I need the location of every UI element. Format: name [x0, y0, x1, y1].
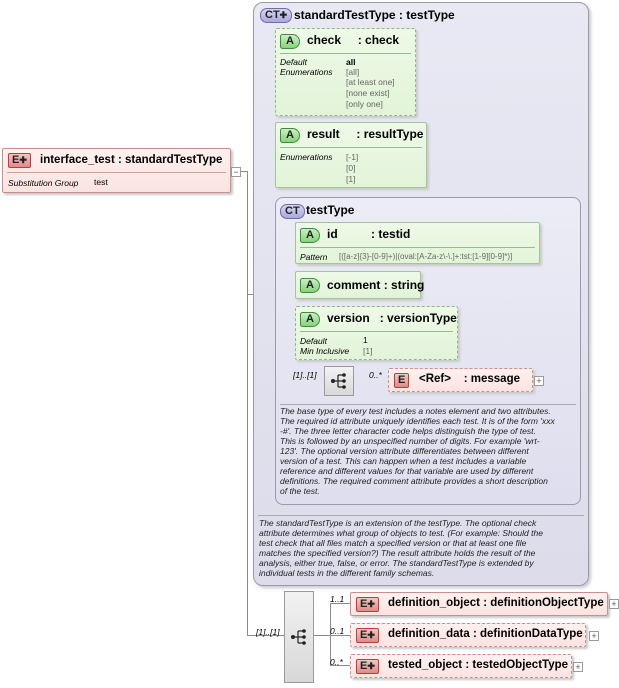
enum-value: [only one]	[346, 99, 383, 109]
ref-message-title: <Ref> : message	[419, 373, 521, 385]
enumerations-label: Enumerations	[280, 67, 333, 77]
ref-message-cardinality: 0..*	[369, 370, 382, 380]
attribute-comment-title: comment : string	[327, 278, 425, 292]
root-element-box[interactable]: E✚ interface_test : standardTestType Sub…	[2, 148, 231, 193]
outer-sequence-cardinality: [1]..[1]	[256, 627, 280, 637]
enumerations-label: Enumerations	[280, 152, 333, 162]
sequence-icon	[291, 629, 306, 645]
definition-object-element[interactable]: E✚ definition_object : definitionObjectT…	[350, 592, 608, 616]
enum-value: [1]	[346, 174, 356, 184]
tested-object-element[interactable]: E✚ tested_object : testedObjectType	[350, 654, 572, 678]
definition-data-element[interactable]: E✚ definition_data : definitionDataType	[350, 623, 586, 647]
attribute-version-box[interactable]: A version : versionType Default 1 Min In…	[295, 306, 458, 360]
min-inclusive-value: [1]	[363, 346, 373, 356]
attribute-version-title: version : versionType	[327, 311, 457, 325]
enum-value: [-1]	[346, 152, 359, 162]
default-label: Default	[280, 57, 307, 67]
element-badge-icon: E✚	[356, 597, 379, 612]
collapse-icon[interactable]: −	[231, 167, 241, 177]
ref-message-element[interactable]: E <Ref> : message	[388, 368, 533, 392]
attribute-badge-icon: A	[300, 278, 320, 293]
pattern-label: Pattern	[300, 252, 328, 262]
attribute-id-title: id : testid	[327, 227, 411, 241]
element-badge-icon: E✚	[356, 659, 379, 674]
attribute-result-title: result : resultType	[307, 127, 424, 141]
substitution-group-label: Substitution Group	[8, 178, 79, 188]
default-value: 1	[363, 335, 368, 345]
default-value: all	[346, 57, 356, 67]
element-badge-icon: E	[394, 373, 410, 388]
expand-plus-icon[interactable]: +	[589, 631, 599, 641]
inner-sequence-box[interactable]	[324, 366, 354, 396]
test-type-documentation: The base type of every test includes a n…	[280, 406, 555, 496]
sequence-icon	[331, 373, 346, 389]
attribute-badge-icon: A	[280, 34, 300, 49]
enum-value: [at least one]	[346, 77, 395, 87]
standard-test-type-documentation: The standardTestType is an extension of …	[259, 518, 543, 578]
test-type-title: testType	[306, 203, 355, 217]
standard-test-type-title: standardTestType : testType	[294, 8, 455, 22]
root-trunk-line	[247, 171, 248, 635]
pattern-value: [([a-z]{3}-[0-9]+)|(oval:[A-Za-z\-\.]+:t…	[339, 252, 513, 261]
element-badge-icon: E✚	[8, 153, 31, 168]
attribute-result-box[interactable]: A result : resultType Enumerations [-1] …	[275, 122, 427, 188]
outer-sequence-box[interactable]	[284, 591, 314, 683]
element-badge-icon: E✚	[356, 628, 379, 643]
ct-connector	[247, 294, 253, 295]
min-inclusive-label: Min Inclusive	[300, 346, 350, 356]
default-label: Default	[300, 336, 327, 346]
enum-value: [all]	[346, 67, 360, 77]
complex-type-badge-icon: CT✚	[260, 8, 293, 23]
expand-plus-icon[interactable]: +	[534, 376, 544, 386]
attribute-badge-icon: A	[300, 312, 320, 327]
attribute-check-title: check : check	[307, 33, 400, 47]
attribute-check-box[interactable]: A check : check Default all Enumerations…	[275, 28, 416, 116]
child-cardinality: 0..1	[330, 626, 345, 636]
root-element-title: interface_test : standardTestType	[40, 154, 223, 166]
expand-plus-icon[interactable]: +	[573, 662, 583, 672]
tested-object-title: tested_object : testedObjectType	[388, 659, 569, 671]
complex-type-badge-icon: CT	[280, 204, 305, 219]
child-cardinality: 0..*	[330, 657, 343, 667]
attribute-badge-icon: A	[280, 128, 300, 143]
attribute-comment-box[interactable]: A comment : string	[295, 271, 425, 299]
enum-value: [0]	[346, 163, 356, 173]
inner-sequence-cardinality: [1]..[1]	[293, 370, 317, 380]
substitution-group-value: test	[94, 177, 108, 187]
attribute-badge-icon: A	[300, 228, 320, 243]
attribute-id-box[interactable]: A id : testid Pattern [([a-z]{3}-[0-9]+)…	[295, 222, 540, 264]
expand-plus-icon[interactable]: +	[609, 599, 619, 609]
definition-object-title: definition_object : definitionObjectType	[388, 597, 604, 609]
enum-value: [none exist]	[346, 88, 390, 98]
outer-seq-connector	[247, 635, 284, 636]
definition-data-title: definition_data : definitionDataType	[388, 628, 583, 640]
child-cardinality: 1..1	[330, 594, 345, 604]
